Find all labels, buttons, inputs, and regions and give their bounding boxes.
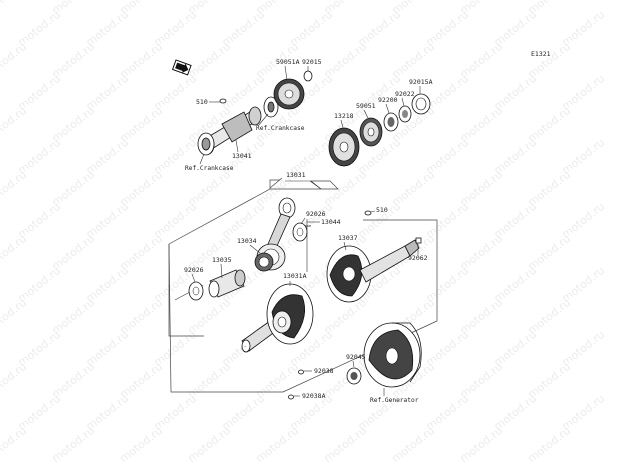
label-ref-generator: Ref.Generator (370, 397, 419, 404)
label-13031: 13031 (286, 171, 306, 179)
circlip-92015 (303, 70, 313, 82)
label-ref-crankcase-top: Ref.Crankcase (256, 125, 305, 132)
front-arrow-icon (171, 59, 192, 76)
label-13037: 13037 (338, 234, 358, 242)
label-13031A: 13031A (283, 272, 307, 280)
label-92038: 92038 (314, 367, 334, 375)
spacer-92200 (383, 112, 399, 132)
needle-bearing-13034 (254, 252, 274, 272)
pin-92038A (288, 394, 294, 400)
washer-92022 (398, 105, 412, 123)
label-92062: 92062 (408, 254, 428, 262)
label-13218: 13218 (334, 112, 354, 120)
key-510-top (219, 98, 227, 104)
generator-rotor (363, 322, 422, 388)
crank-pin-13035 (208, 269, 246, 298)
bearing-92045 (346, 367, 362, 385)
assembly-frame-left (168, 244, 204, 337)
label-510-mid: 510 (376, 206, 388, 214)
pin-92038 (298, 369, 304, 375)
label-92038A: 92038A (302, 392, 326, 400)
gear-13218 (328, 127, 360, 167)
label-92022: 92022 (395, 90, 415, 98)
crank-half-13037 (326, 239, 420, 303)
label-13034: 13034 (237, 237, 257, 245)
label-13035: 13035 (212, 256, 232, 264)
key-510-mid (364, 210, 372, 216)
label-13044: 13044 (321, 218, 341, 226)
bearing-ring-left (197, 132, 215, 156)
label-92026-top: 92026 (306, 210, 326, 218)
diagram-id: E1321 (531, 50, 551, 58)
circlip-92015A (411, 93, 431, 115)
gear-59051 (359, 117, 383, 147)
label-92015: 92015 (302, 58, 322, 66)
crank-half-13031A (241, 283, 314, 353)
bearing-ring-right (263, 96, 279, 118)
label-92045: 92045 (346, 353, 366, 361)
plug-92062 (415, 237, 422, 244)
gear-59051A (273, 78, 305, 110)
washer-92026-left (188, 281, 204, 301)
label-13041: 13041 (232, 152, 252, 160)
label-59051: 59051 (356, 102, 376, 110)
label-ref-crankcase-left: Ref.Crankcase (185, 165, 234, 172)
label-92015A: 92015A (409, 78, 433, 86)
label-510-top: 510 (196, 98, 208, 106)
washer-92026-top (292, 222, 308, 242)
label-59051A: 59051A (276, 58, 300, 66)
label-92200: 92200 (378, 96, 398, 104)
label-92026-left: 92026 (184, 266, 204, 274)
